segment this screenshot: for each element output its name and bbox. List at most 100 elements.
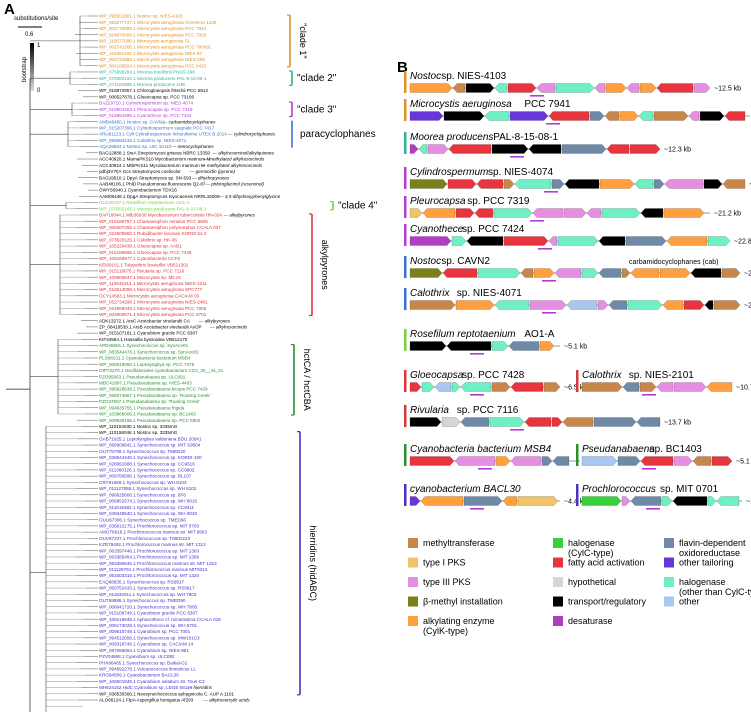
- cluster-size: ~5.1 kb: [736, 459, 751, 466]
- cluster-strain: sp. NIES-4071: [457, 288, 522, 299]
- pks-marker: [470, 508, 484, 510]
- legend-swatch: [664, 577, 674, 587]
- gene-arrow: [477, 268, 521, 278]
- cluster-color-bar: [404, 288, 407, 310]
- gene-arrow: [639, 382, 657, 392]
- cluster-color-bar: [404, 167, 407, 189]
- gene-arrow: [639, 83, 657, 93]
- gene-arrow: [724, 111, 746, 121]
- tree-leaf-label: PZO37657.1 Pseudanabaena sp. 'Roaring Cr…: [99, 399, 200, 404]
- gene-arrow: [561, 144, 607, 154]
- tree-leaf-label: ARU81123.1 CylI Cylindrospermum lichenif…: [99, 132, 227, 137]
- gene-arrow: [630, 496, 662, 506]
- tree-leaf-label: WP_050752433.1 Synechococcus sp. RS9917: [99, 586, 195, 591]
- phylogenetic-tree: WP_096552881.1 Nostoc sp. NIES-4103WP_05…: [6, 14, 281, 712]
- gene-cluster: Calothrix sp. NIES-2101~10.7 kb: [576, 370, 751, 396]
- clade-label-clade4: "clade 4": [338, 201, 378, 212]
- tree-leaf-label: WP_011619382.1 Synechococcus sp. CC9311: [99, 505, 195, 510]
- gene-arrow: [532, 208, 564, 218]
- tree-leaf-label: WP_002800671.1 Microcystis aeruginosa PC…: [99, 312, 207, 317]
- legend-label: alkylating enzyme: [423, 616, 495, 626]
- clade-label-hierridins: hierridins (hidABC): [308, 525, 318, 601]
- legend-swatch: [553, 577, 563, 587]
- cluster-color-bar: [404, 329, 407, 351]
- gene-arrow: [589, 111, 605, 121]
- gene-arrow: [552, 456, 570, 466]
- pks-marker: [642, 468, 656, 470]
- tree-leaf-label: WP_015188686.1 Gloeocapsa sp. PCC 7428: [99, 250, 192, 255]
- gene-arrow: [581, 382, 623, 392]
- cluster-organism-name: Cyanothece: [410, 224, 464, 235]
- gene-arrow: [529, 300, 567, 310]
- gene-arrow: [716, 496, 740, 506]
- cluster-size: ~13.7 kb: [664, 420, 691, 427]
- cluster-size: ~26.3 kb: [744, 303, 751, 310]
- tree-leaf-label: OCY14583.1 Microcystis aeruginosa CACIAM…: [99, 293, 200, 298]
- scale-label: substitutions/site: [14, 16, 59, 22]
- pks-marker: [530, 95, 544, 97]
- gene-arrow: [640, 456, 674, 466]
- tree-leaf-label: APD49681.1 Synechococcus sp. SynAce01: [99, 343, 189, 348]
- tree-leaf-label: OUV87237.1 Prochlorococcus sp. TMED223: [99, 536, 191, 541]
- gene-arrow: [662, 300, 684, 310]
- cluster-color-bar: [576, 444, 579, 466]
- tree-leaf-label: WP_106219948.1 Aphanothece cf. minutissi…: [99, 617, 221, 622]
- tree-leaf-label: OUT75799.1 Synechococcus sp. TMED20: [99, 449, 186, 454]
- tree-leaf-label: WP_094512656.1 Synechococcus sp. MW101C3: [99, 635, 200, 640]
- pks-marker: [510, 429, 524, 431]
- gene-arrow: [626, 83, 640, 93]
- legend-swatch: [408, 616, 418, 626]
- tree-leaf-label: WP_011360126.1 Synechococcus sp. CC9902: [99, 468, 195, 473]
- gene-arrow: [409, 83, 453, 93]
- gene-arrow: [599, 179, 635, 189]
- gene-arrow: [555, 83, 595, 93]
- legend-item: halogenase(other than CylC-type): [664, 577, 751, 597]
- gene-arrow: [548, 236, 558, 246]
- gene-arrow: [409, 236, 452, 246]
- cluster-strain: AO1-A: [524, 329, 554, 340]
- cluster-organism-name: Nostoc: [410, 256, 441, 267]
- gene-arrow: [409, 456, 455, 466]
- cluster-color-bar: [404, 484, 407, 506]
- gene-arrow: [634, 179, 654, 189]
- legend-label: other tailoring: [679, 558, 734, 568]
- gene-arrow: [476, 179, 504, 189]
- gene-arrow: [434, 382, 452, 392]
- clade-label-alkylpyrones: alkylpyrones: [320, 240, 330, 291]
- tree-leaf-label: WP_065074867.1 Pseudanabaena sp. 'Roarin…: [99, 393, 211, 398]
- tree-leaf-product: — carbamidocyclophanes: [162, 119, 217, 124]
- tree-leaf-label: AQA28564.1 Nostoc sp. UIC 10110: [99, 144, 172, 149]
- tree-leaf-label: WP_015207396.1 Cylindrospermum stagnale …: [99, 126, 215, 131]
- pks-marker: [470, 353, 484, 355]
- tree-leaf-label: ALO66124.1 FtpA Aspergillus fumigatus Af…: [99, 698, 194, 703]
- tree-leaf-label: WP_006307255.1 Chamaesiphon polymorphus …: [99, 225, 221, 230]
- tree-leaf-label: WP_028951688.1 Synechococcus sp. CC9616: [99, 461, 195, 466]
- gene-arrow: [510, 382, 544, 392]
- tree-leaf-label: WP_070392165.1 Moorea producens PAL-8-15…: [99, 206, 207, 211]
- gene-arrow: [448, 144, 492, 154]
- gene-arrow: [503, 236, 549, 246]
- cluster-size: ~10.5 kb: [746, 499, 751, 506]
- tree-leaf-label: WP_052734298.1 Microcystis aeruginosa NI…: [99, 300, 208, 305]
- cluster-color-bar: [404, 71, 407, 93]
- gene-arrow: [536, 83, 556, 93]
- tree-leaf-product: — alkylpyrones: [223, 213, 256, 218]
- legend-label: transport/regulatory: [568, 597, 647, 607]
- gene-arrow: [673, 382, 707, 392]
- gene-cluster: Cylindrospermum sp. NIES-4074~24.2 kb: [404, 167, 751, 193]
- tree-leaf-label: WP_063385454.1 Prochlorococcus sp. MIT 1…: [99, 555, 199, 560]
- gene-cluster: cyanobacterium BACL30~4.4 kb: [404, 484, 587, 510]
- cluster-color-bar: [404, 224, 407, 246]
- gene-arrow: [463, 496, 503, 506]
- tree-leaf-label: ACC40924.1 MtbPKS11 Mycobacterium marinu…: [99, 163, 205, 168]
- cluster-color-bar: [404, 132, 407, 154]
- tree-leaf-label: pdb|3V7I|A Gcs Streptomyces coelicolor: [99, 169, 181, 174]
- legend-item: other: [664, 596, 700, 607]
- gene-arrow: [663, 208, 705, 218]
- tree-leaf-label: WP_036912175.1 Prochlorococcus sp. MIT 0…: [99, 523, 199, 528]
- legend-swatch: [664, 557, 674, 568]
- gene-arrow: [493, 208, 533, 218]
- bootstrap-label: bootstrap: [22, 56, 28, 82]
- legend-swatch: [553, 596, 563, 607]
- tree-leaf-label: KEI69161.1 Tolypothrix bouteillei VB5213…: [99, 262, 189, 267]
